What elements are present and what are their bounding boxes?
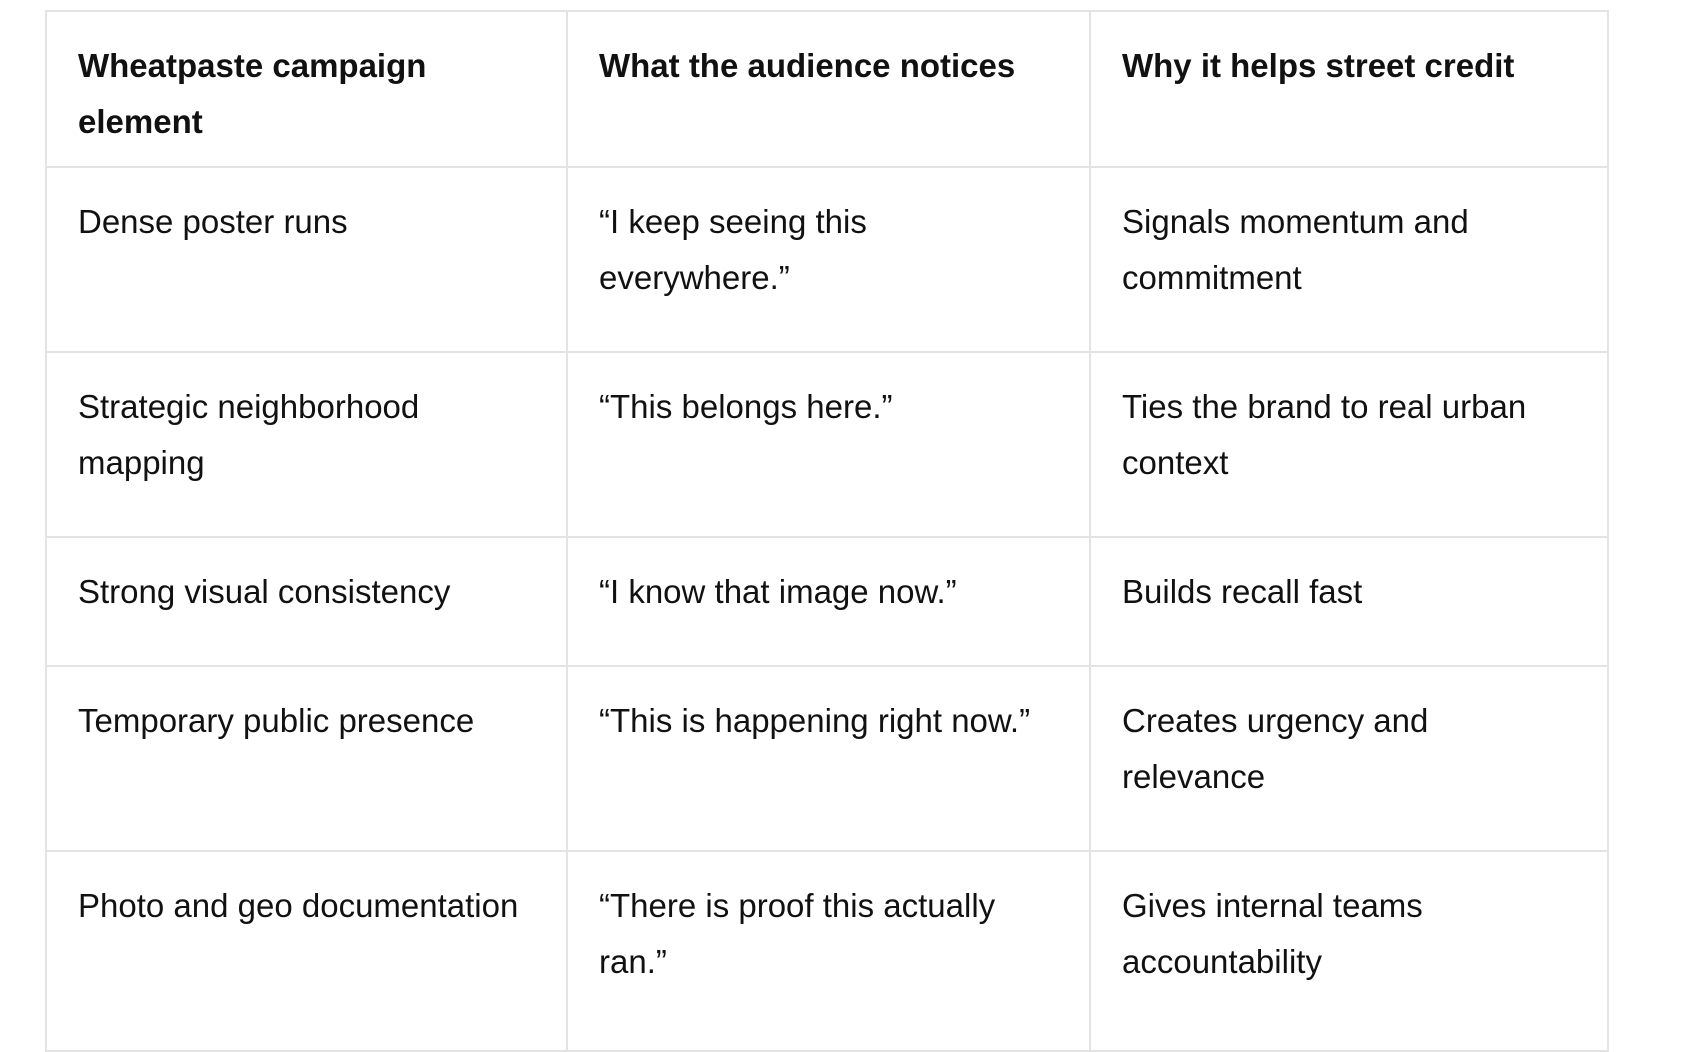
header-campaign-element: Wheatpaste campaign element	[45, 10, 568, 168]
cell-audience: “There is proof this actually ran.”	[566, 850, 1091, 1052]
cell-element: Temporary public presence	[45, 665, 568, 852]
cell-audience: “This belongs here.”	[566, 351, 1091, 538]
table-row: Temporary public presence “This is happe…	[45, 665, 1609, 852]
cell-audience: “This is happening right now.”	[566, 665, 1091, 852]
cell-element: Dense poster runs	[45, 166, 568, 353]
cell-benefit: Builds recall fast	[1089, 536, 1609, 667]
cell-benefit: Signals momentum and commitment	[1089, 166, 1609, 353]
cell-audience: “I keep seeing this everywhere.”	[566, 166, 1091, 353]
cell-benefit: Gives internal teams accountability	[1089, 850, 1609, 1052]
table-header: Wheatpaste campaign element What the aud…	[45, 10, 1609, 168]
cell-element: Strategic neighborhood mapping	[45, 351, 568, 538]
table-row: Strong visual consistency “I know that i…	[45, 536, 1609, 667]
header-audience-notices: What the audience notices	[566, 10, 1091, 168]
table-row: Dense poster runs “I keep seeing this ev…	[45, 166, 1609, 353]
table-row: Photo and geo documentation “There is pr…	[45, 850, 1609, 1052]
cell-element: Photo and geo documentation	[45, 850, 568, 1052]
table-body: Dense poster runs “I keep seeing this ev…	[45, 166, 1609, 1052]
comparison-table-container: Wheatpaste campaign element What the aud…	[45, 10, 1609, 1052]
table-row: Strategic neighborhood mapping “This bel…	[45, 351, 1609, 538]
header-row: Wheatpaste campaign element What the aud…	[45, 10, 1609, 168]
campaign-comparison-table: Wheatpaste campaign element What the aud…	[45, 10, 1609, 1052]
cell-benefit: Creates urgency and relevance	[1089, 665, 1609, 852]
header-street-credit: Why it helps street credit	[1089, 10, 1609, 168]
cell-audience: “I know that image now.”	[566, 536, 1091, 667]
cell-element: Strong visual consistency	[45, 536, 568, 667]
cell-benefit: Ties the brand to real urban context	[1089, 351, 1609, 538]
